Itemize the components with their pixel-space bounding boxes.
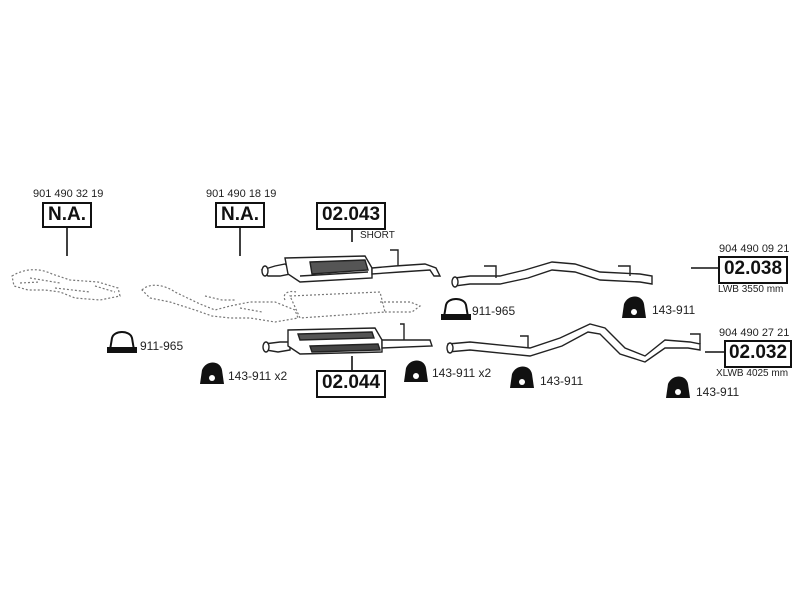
na-left-pipe-outline <box>11 269 121 301</box>
part-box-na-left[interactable]: N.A. <box>42 202 92 228</box>
oem-number-02032: 904 490 27 21 <box>719 327 790 339</box>
tailpipe-02032-drawing <box>446 323 701 363</box>
hanger-label: 143-911 x2 <box>432 366 492 380</box>
note-02032-xlwb: XLWB 4025 mm <box>716 368 789 379</box>
muffler-02043-drawing <box>260 249 442 283</box>
hanger-icon <box>666 376 690 398</box>
part-box-02038[interactable]: 02.038 <box>718 256 788 284</box>
clamp-label: 911-965 <box>140 339 184 353</box>
clamp-label: 911-965 <box>472 304 516 318</box>
hanger-label: 143-911 <box>652 303 696 317</box>
hanger-label: 143-911 <box>696 385 740 399</box>
oem-number-na-left: 901 490 32 19 <box>33 188 104 200</box>
tailpipe-02038-drawing <box>451 261 653 288</box>
leader-lines <box>66 226 725 370</box>
part-box-02043[interactable]: 02.043 <box>316 202 386 230</box>
part-box-02032[interactable]: 02.032 <box>724 340 792 368</box>
na-mid-pipe-outline <box>141 284 422 323</box>
note-02038-lwb: LWB 3550 mm <box>718 284 784 295</box>
muffler-02044-drawing <box>262 323 433 355</box>
hanger-icon <box>510 366 534 388</box>
hanger-icon <box>404 360 428 382</box>
hanger-icon <box>622 296 646 318</box>
note-02043-short: SHORT <box>360 230 395 241</box>
clamp-icon <box>441 298 471 320</box>
oem-number-02038: 904 490 09 21 <box>719 243 790 255</box>
part-box-na-mid[interactable]: N.A. <box>215 202 265 228</box>
clamp-icon <box>107 331 137 353</box>
hanger-icon <box>200 362 224 384</box>
hanger-label: 143-911 x2 <box>228 369 288 383</box>
hanger-label: 143-911 <box>540 374 584 388</box>
oem-number-na-mid: 901 490 18 19 <box>206 188 277 200</box>
part-box-02044[interactable]: 02.044 <box>316 370 386 398</box>
